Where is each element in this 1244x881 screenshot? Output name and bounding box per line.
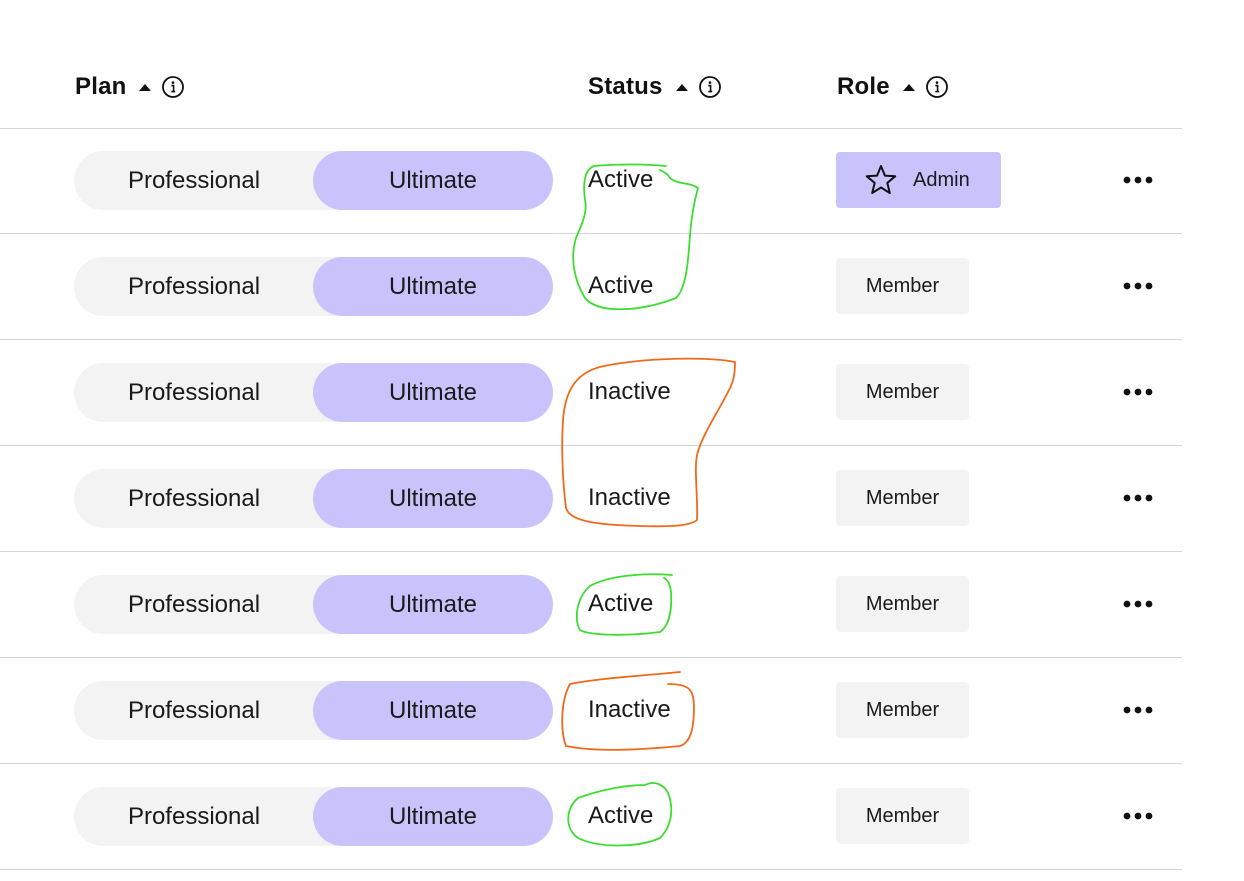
status-text: Active bbox=[588, 166, 654, 193]
more-options-icon[interactable] bbox=[1120, 170, 1156, 190]
plan-option-professional[interactable]: Professional bbox=[127, 272, 261, 300]
plan-toggle: Professional Ultimate bbox=[74, 681, 553, 740]
column-label-role: Role bbox=[837, 73, 890, 100]
role-button[interactable]: Member bbox=[836, 364, 969, 420]
plan-option-professional[interactable]: Professional bbox=[127, 166, 261, 194]
table-row: Professional Ultimate Active Member bbox=[0, 764, 1182, 870]
table-row: Professional Ultimate Inactive Member bbox=[0, 446, 1182, 552]
plan-option-professional[interactable]: Professional bbox=[127, 590, 261, 618]
column-label-plan: Plan bbox=[75, 73, 127, 100]
status-text: Inactive bbox=[588, 484, 671, 511]
role-label: Member bbox=[865, 592, 940, 615]
info-icon[interactable] bbox=[698, 75, 722, 99]
more-options-icon[interactable] bbox=[1120, 276, 1156, 296]
column-header-role[interactable]: Role bbox=[837, 72, 949, 102]
more-options-icon[interactable] bbox=[1120, 594, 1156, 614]
more-options-icon[interactable] bbox=[1120, 806, 1156, 826]
column-label-status: Status bbox=[588, 73, 663, 100]
more-options-icon[interactable] bbox=[1120, 488, 1156, 508]
status-text: Active bbox=[588, 590, 654, 617]
role-label: Member bbox=[865, 804, 940, 827]
column-header-status[interactable]: Status bbox=[588, 72, 722, 102]
plan-option-professional[interactable]: Professional bbox=[127, 484, 261, 512]
plan-option-ultimate[interactable]: Ultimate bbox=[313, 787, 553, 846]
role-button[interactable]: Member bbox=[836, 788, 969, 844]
info-icon[interactable] bbox=[925, 75, 949, 99]
plan-option-professional[interactable]: Professional bbox=[127, 696, 261, 724]
role-button[interactable]: Member bbox=[836, 576, 969, 632]
table-row: Professional Ultimate Active Member bbox=[0, 234, 1182, 340]
star-icon bbox=[864, 163, 898, 197]
plan-toggle: Professional Ultimate bbox=[74, 257, 553, 316]
more-options-icon[interactable] bbox=[1120, 382, 1156, 402]
plan-option-ultimate[interactable]: Ultimate bbox=[313, 257, 553, 316]
plan-toggle: Professional Ultimate bbox=[74, 363, 553, 422]
table-row: Professional Ultimate Inactive Member bbox=[0, 340, 1182, 446]
role-button[interactable]: Member bbox=[836, 470, 969, 526]
plan-toggle: Professional Ultimate bbox=[74, 575, 553, 634]
info-icon[interactable] bbox=[161, 75, 185, 99]
role-button[interactable]: Member bbox=[836, 258, 969, 314]
role-label: Admin bbox=[913, 168, 970, 191]
role-button[interactable]: Admin bbox=[836, 152, 1001, 208]
plan-option-ultimate[interactable]: Ultimate bbox=[313, 681, 553, 740]
caret-up-icon[interactable] bbox=[675, 80, 689, 94]
plan-toggle: Professional Ultimate bbox=[74, 151, 553, 210]
status-text: Active bbox=[588, 802, 654, 829]
plan-option-professional[interactable]: Professional bbox=[127, 378, 261, 406]
caret-up-icon[interactable] bbox=[138, 80, 152, 94]
table-row: Professional Ultimate Active Admin bbox=[0, 128, 1182, 234]
role-button[interactable]: Member bbox=[836, 682, 969, 738]
table-row: Professional Ultimate Active Member bbox=[0, 552, 1182, 658]
status-text: Inactive bbox=[588, 378, 671, 405]
plan-toggle: Professional Ultimate bbox=[74, 787, 553, 846]
plan-option-ultimate[interactable]: Ultimate bbox=[313, 469, 553, 528]
status-text: Active bbox=[588, 272, 654, 299]
plan-option-ultimate[interactable]: Ultimate bbox=[313, 575, 553, 634]
role-label: Member bbox=[865, 274, 940, 297]
role-label: Member bbox=[865, 486, 940, 509]
plan-toggle: Professional Ultimate bbox=[74, 469, 553, 528]
plan-option-ultimate[interactable]: Ultimate bbox=[313, 363, 553, 422]
caret-up-icon[interactable] bbox=[902, 80, 916, 94]
status-text: Inactive bbox=[588, 696, 671, 723]
role-label: Member bbox=[865, 698, 940, 721]
table-header: Plan Status Role bbox=[0, 62, 1182, 129]
table-row: Professional Ultimate Inactive Member bbox=[0, 658, 1182, 764]
role-label: Member bbox=[865, 380, 940, 403]
plan-option-ultimate[interactable]: Ultimate bbox=[313, 151, 553, 210]
column-header-plan[interactable]: Plan bbox=[75, 72, 185, 102]
more-options-icon[interactable] bbox=[1120, 700, 1156, 720]
plan-option-professional[interactable]: Professional bbox=[127, 802, 261, 830]
